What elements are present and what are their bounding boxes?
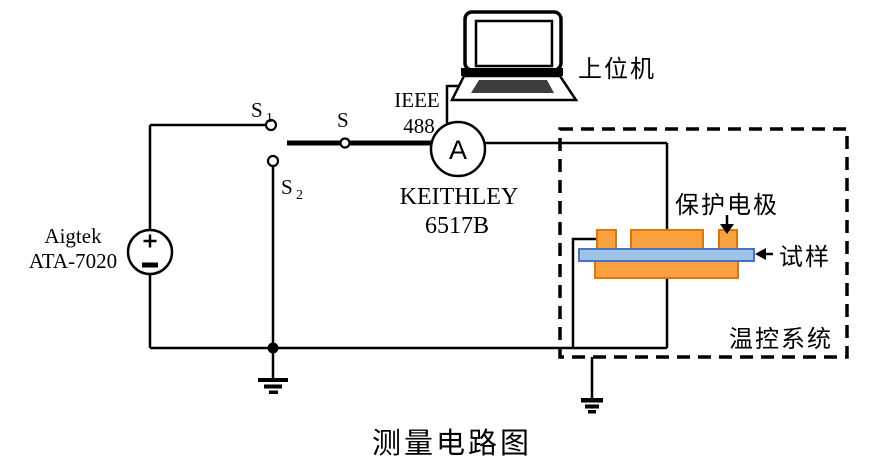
laptop-hinge [461, 68, 563, 76]
switch-s2-label: S [281, 175, 293, 199]
voltage-source-symbol [126, 228, 174, 276]
ground-bar-1 [258, 378, 288, 382]
interface-bus-line2: 488 [403, 114, 435, 138]
temperature-control-label: 温控系统 [729, 326, 833, 353]
sample-strip [578, 248, 755, 262]
guard-electrode-left [596, 229, 617, 251]
switch-s-label: S [337, 108, 349, 132]
ground-bar-2 [585, 404, 599, 409]
source-circle [126, 228, 174, 276]
electrode-assembly [578, 229, 755, 279]
measuring-electrode [630, 229, 704, 251]
switch-s2-subscript: 2 [296, 188, 303, 203]
laptop-screen-inner [474, 19, 554, 68]
sample-label: 试样 [779, 244, 831, 271]
guard-electrode-arrow-icon [720, 215, 734, 234]
ammeter-circle [429, 120, 487, 178]
switch-s1-terminal [264, 118, 278, 132]
ground-bar-2 [264, 384, 282, 389]
ground-bar-3 [269, 390, 278, 394]
guard-electrode-label: 保护电极 [675, 192, 779, 219]
junction-dot [267, 342, 279, 354]
wire-guard-electrode [571, 237, 600, 348]
arrow-head [720, 224, 734, 234]
source-model-label: ATA-7020 [29, 249, 117, 273]
ammeter-model-line1: KEITHLEY [400, 184, 519, 210]
ammeter-symbol: A [449, 135, 467, 165]
laptop-icon [449, 10, 579, 102]
ammeter-model-line2: 6517B [425, 213, 489, 239]
ground-symbol-box [581, 357, 603, 414]
bottom-electrode [594, 259, 739, 279]
sample-arrow-icon [755, 248, 773, 260]
switch-s1-label: S [251, 98, 263, 122]
diagram-caption: 测量电路图 [372, 427, 532, 460]
ground-bar-3 [588, 410, 596, 414]
minus-sign-icon [142, 262, 158, 268]
arrow-head [755, 248, 766, 260]
guard-electrode-right [718, 229, 738, 251]
interface-bus-line1: IEEE [394, 88, 439, 112]
switch-s-pivot [339, 137, 351, 149]
ground-symbol-left [258, 353, 288, 394]
plus-sign-icon [143, 234, 157, 248]
laptop-keyboard [471, 80, 554, 93]
switch-s2-terminal [266, 154, 280, 168]
ground-bar-1 [581, 398, 603, 403]
temperature-control-box [558, 127, 849, 359]
switch-s1-subscript: 1 [266, 111, 273, 126]
source-brand-label: Aigtek [44, 224, 102, 248]
host-computer-label: 上位机 [578, 56, 656, 83]
wire-ieee-488 [445, 84, 459, 123]
